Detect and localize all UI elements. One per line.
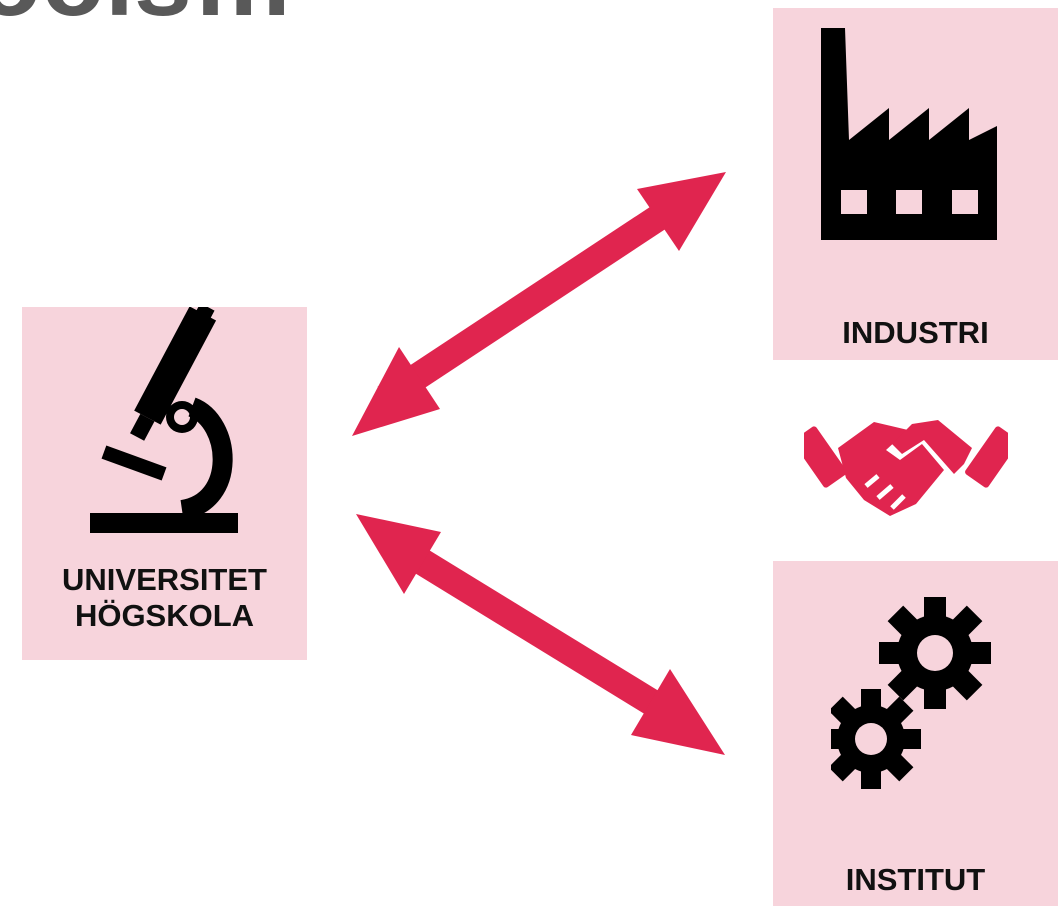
- industry-label: INDUSTRI: [842, 315, 989, 350]
- factory-icon: [821, 28, 997, 240]
- node-university: UNIVERSITET HÖGSKOLA: [22, 307, 307, 660]
- node-institute: INSTITUT: [773, 561, 1058, 906]
- gear-large: [879, 597, 991, 709]
- factory-window-1: [841, 190, 867, 214]
- university-label-line1: UNIVERSITET: [62, 562, 267, 597]
- arrowhead-university: [352, 347, 440, 436]
- microscope-icon: [90, 307, 238, 533]
- handshake-icon: [804, 420, 1008, 516]
- university-label-line2: HÖGSKOLA: [74, 598, 255, 633]
- arrow-university-institute: [356, 514, 725, 755]
- page-title: ools…: [0, 0, 296, 32]
- factory-window-2: [896, 190, 922, 214]
- institute-label: INSTITUT: [845, 862, 986, 897]
- node-industry: INDUSTRI: [773, 8, 1058, 360]
- gear-small: [831, 689, 921, 789]
- arrowhead-industry: [637, 172, 726, 251]
- arrowhead-institute: [631, 669, 725, 755]
- arrow-university-industry: [352, 172, 726, 436]
- gears-icon: [831, 597, 991, 789]
- arrowhead-university-lower: [356, 514, 441, 594]
- factory-window-3: [952, 190, 978, 214]
